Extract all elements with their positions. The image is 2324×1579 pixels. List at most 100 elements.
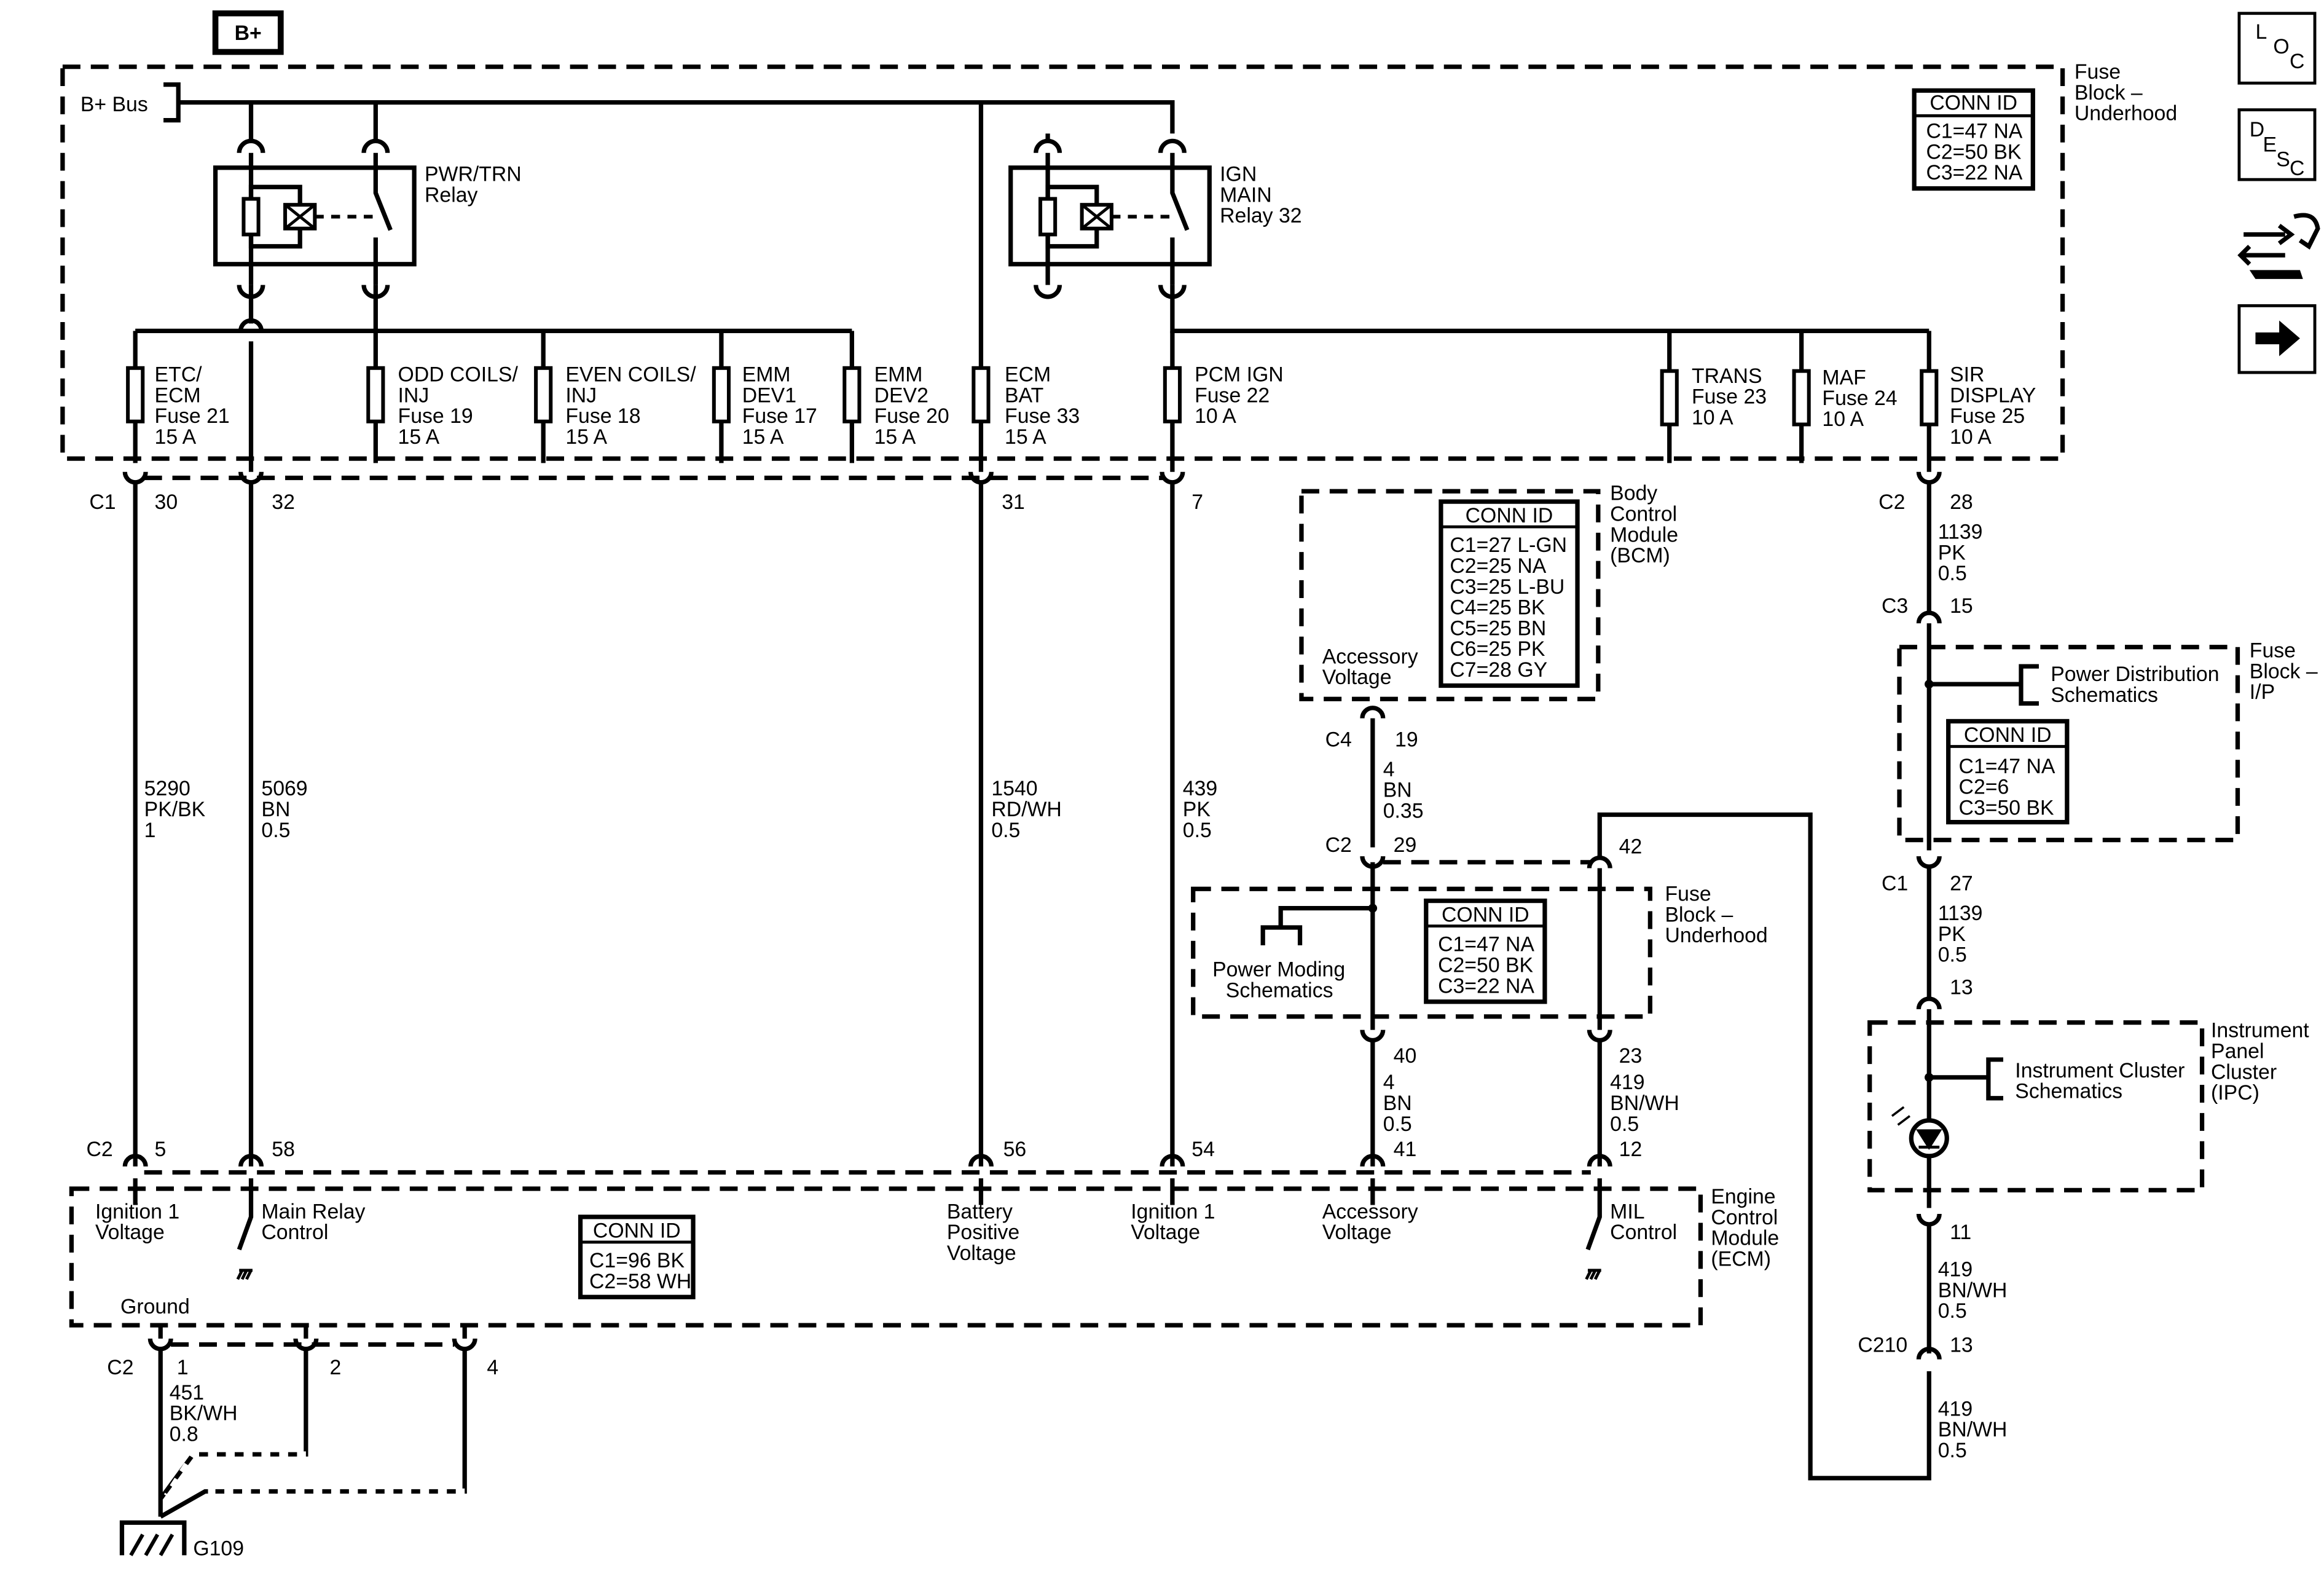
svg-text:C210: C210 xyxy=(1858,1334,1907,1357)
svg-text:ETC/: ETC/ xyxy=(155,363,203,387)
svg-text:Underhood: Underhood xyxy=(2075,102,2177,125)
svg-text:451: 451 xyxy=(170,1381,204,1404)
svg-text:C1: C1 xyxy=(1882,872,1908,896)
svg-text:C: C xyxy=(2290,50,2304,73)
svg-text:0.8: 0.8 xyxy=(170,1422,198,1446)
svg-text:(BCM): (BCM) xyxy=(1610,544,1670,567)
svg-text:DEV1: DEV1 xyxy=(742,384,796,407)
svg-text:C1=47 NA: C1=47 NA xyxy=(1926,120,2022,143)
svg-text:19: 19 xyxy=(1395,728,1418,751)
svg-text:1139: 1139 xyxy=(1938,902,1983,925)
svg-text:12: 12 xyxy=(1619,1138,1643,1161)
svg-text:C3: C3 xyxy=(1882,594,1908,618)
svg-text:Fuse 33: Fuse 33 xyxy=(1005,404,1080,428)
svg-text:Cluster: Cluster xyxy=(2211,1060,2277,1084)
svg-text:Instrument Cluster: Instrument Cluster xyxy=(2015,1059,2185,1082)
svg-text:Fuse 17: Fuse 17 xyxy=(742,404,817,428)
svg-text:Control: Control xyxy=(1610,502,1677,526)
svg-text:4: 4 xyxy=(1383,758,1395,781)
svg-text:C3=22 NA: C3=22 NA xyxy=(1926,161,2022,184)
loc-icon[interactable]: L O C xyxy=(2237,12,2317,85)
svg-text:Ignition 1: Ignition 1 xyxy=(1131,1200,1215,1223)
svg-text:4: 4 xyxy=(487,1356,498,1379)
svg-text:C2=50 BK: C2=50 BK xyxy=(1926,140,2021,163)
desc-icon[interactable]: D E S C xyxy=(2237,108,2317,181)
bplus-bus-label: B+ Bus xyxy=(80,93,148,116)
svg-text:Voltage: Voltage xyxy=(1131,1221,1200,1244)
mil-led-icon xyxy=(1891,1106,1949,1159)
svg-text:10 A: 10 A xyxy=(1822,408,1864,431)
svg-text:28: 28 xyxy=(1950,490,1973,514)
svg-text:EVEN COILS/: EVEN COILS/ xyxy=(565,363,696,387)
bcm-outline xyxy=(1299,489,1601,701)
svg-text:419: 419 xyxy=(1938,1397,1973,1420)
next-arrow-icon[interactable] xyxy=(2237,304,2317,374)
svg-text:56: 56 xyxy=(1003,1138,1027,1161)
svg-text:Power Moding: Power Moding xyxy=(1212,958,1345,982)
svg-text:Body: Body xyxy=(1610,482,1657,505)
svg-text:Fuse: Fuse xyxy=(2075,60,2121,84)
svg-text:15 A: 15 A xyxy=(398,425,440,449)
ecm-feed-wires xyxy=(133,484,1175,1167)
svg-text:ECM: ECM xyxy=(1005,363,1051,387)
svg-text:0.5: 0.5 xyxy=(1183,819,1212,842)
svg-text:BN/WH: BN/WH xyxy=(1938,1418,2008,1441)
svg-text:15 A: 15 A xyxy=(1005,425,1046,449)
bplus-bus xyxy=(163,82,1175,134)
svg-text:BAT: BAT xyxy=(1005,384,1043,407)
svg-text:C1=47 NA: C1=47 NA xyxy=(1959,755,2055,778)
svg-text:C2=58 WH: C2=58 WH xyxy=(589,1270,691,1293)
svg-text:E: E xyxy=(2263,133,2277,156)
svg-text:CONN ID: CONN ID xyxy=(593,1219,681,1243)
c1-connector: C1 30 32 31 7 xyxy=(89,471,1203,514)
bplus-terminal: B+ xyxy=(212,10,284,55)
ecm-outline xyxy=(69,1186,1703,1328)
svg-text:Ignition 1: Ignition 1 xyxy=(95,1200,179,1223)
svg-text:5069: 5069 xyxy=(261,777,307,800)
svg-text:CONN ID: CONN ID xyxy=(1964,723,2052,747)
svg-text:C2: C2 xyxy=(107,1356,133,1379)
svg-text:O: O xyxy=(2273,35,2289,58)
svg-text:Fuse 24: Fuse 24 xyxy=(1822,387,1897,410)
svg-text:1139: 1139 xyxy=(1938,520,1983,543)
svg-text:Fuse 22: Fuse 22 xyxy=(1195,384,1270,407)
schematic-tools-icon[interactable] xyxy=(2237,213,2320,279)
svg-text:Block –: Block – xyxy=(2250,660,2318,683)
svg-text:PK: PK xyxy=(1938,923,1966,946)
svg-text:TRANS: TRANS xyxy=(1692,364,1762,388)
svg-text:30: 30 xyxy=(155,490,178,514)
svg-text:Main Relay: Main Relay xyxy=(261,1200,365,1223)
svg-text:CONN ID: CONN ID xyxy=(1442,903,1529,926)
svg-text:Battery: Battery xyxy=(947,1200,1013,1223)
svg-text:MIL: MIL xyxy=(1610,1200,1644,1223)
pin-40: 40 xyxy=(1394,1044,1417,1068)
svg-text:Fuse: Fuse xyxy=(2250,639,2296,663)
svg-text:10 A: 10 A xyxy=(1692,406,1733,430)
pin-42: 42 xyxy=(1587,835,1642,868)
svg-text:Voltage: Voltage xyxy=(947,1242,1016,1265)
svg-text:Relay 32: Relay 32 xyxy=(1220,204,1301,227)
svg-text:C5=25 BN: C5=25 BN xyxy=(1450,616,1546,640)
svg-text:29: 29 xyxy=(1394,833,1417,857)
